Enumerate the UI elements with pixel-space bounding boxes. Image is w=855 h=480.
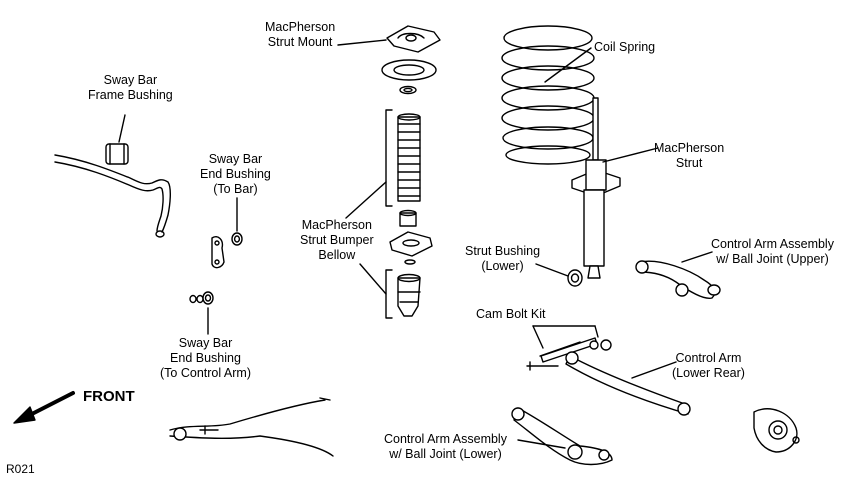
bracket-bellow bbox=[345, 109, 393, 219]
spring-seat bbox=[389, 231, 433, 265]
strut-mount-bearing bbox=[381, 59, 437, 95]
label-control-arm-lower-rear: Control Arm(Lower Rear) bbox=[672, 351, 745, 380]
steering-knuckle bbox=[753, 408, 800, 453]
bump-stop bbox=[359, 263, 421, 319]
coil-spring bbox=[501, 25, 595, 165]
label-strut-bushing-lower: Strut Bushing(Lower) bbox=[465, 244, 541, 273]
end-bushing-to-arm bbox=[189, 291, 214, 335]
label-cam-bolt-kit: Cam Bolt Kit bbox=[476, 307, 546, 321]
bumper-bellow bbox=[397, 113, 421, 227]
brake-hose bbox=[169, 397, 334, 457]
upper-control-arm bbox=[635, 251, 721, 299]
label-coil-spring: Coil Spring bbox=[594, 40, 656, 54]
diagram-code: R021 bbox=[6, 462, 35, 476]
sway-bar-end-link bbox=[211, 197, 243, 269]
cam-bolt-kit bbox=[526, 325, 612, 371]
frame-bushing bbox=[105, 114, 129, 165]
strut-mount bbox=[337, 25, 441, 53]
strut-bushing bbox=[535, 263, 583, 287]
front-arrow-icon bbox=[13, 391, 75, 424]
lower-control-arm bbox=[511, 407, 613, 466]
lower-rear-control-arm bbox=[565, 351, 691, 416]
sway-bar bbox=[54, 154, 171, 238]
macpherson-strut bbox=[571, 97, 659, 279]
front-label: FRONT bbox=[83, 388, 135, 405]
